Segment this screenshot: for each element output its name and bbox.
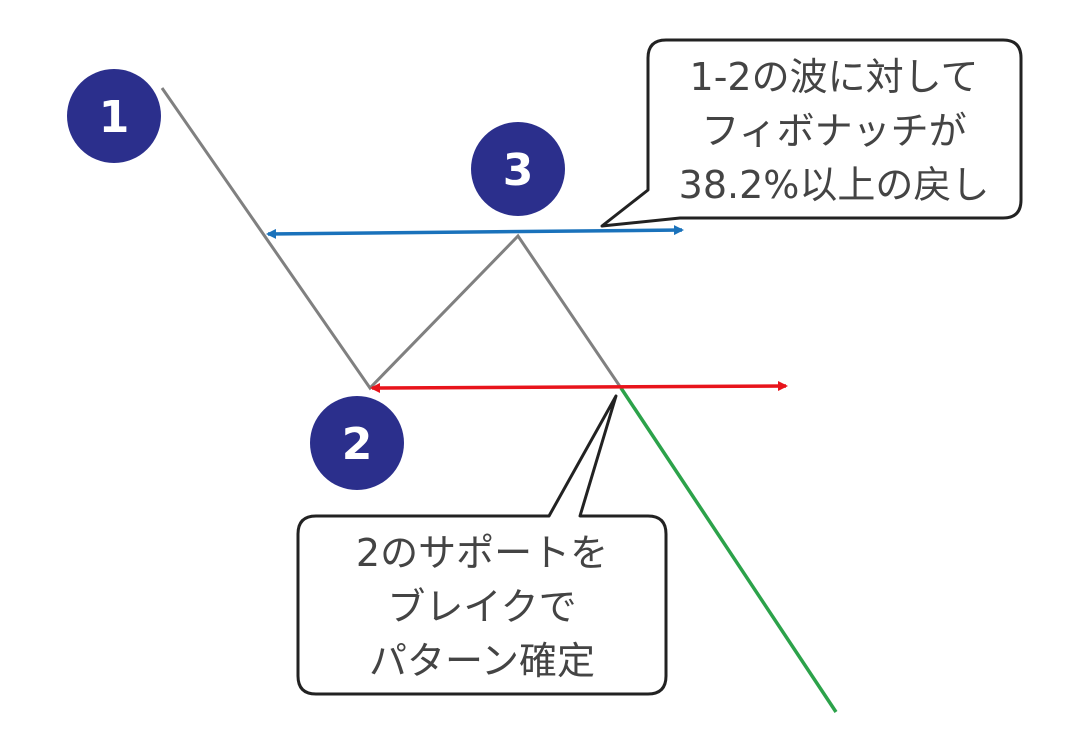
support-break-callout-line-1: 2のサポートを [356,531,608,575]
retracement-level-arrow [266,225,684,239]
support-break-callout: 2のサポートを ブレイクで パターン確定 [296,394,668,696]
fibonacci-callout-line-1: 1-2の波に対して [690,55,979,99]
marker-3: 3 [471,122,565,216]
support-break-callout-line-2: ブレイクで [387,585,576,629]
support-break-callout-bubble [296,394,668,696]
fibonacci-callout-line-3: 38.2%以上の戻し [679,163,990,207]
marker-3-circle [471,122,565,216]
marker-1-label: 1 [99,92,130,143]
marker-2-label: 2 [342,419,373,470]
marker-1: 1 [67,69,161,163]
marker-2-circle [310,396,404,490]
marker-1-circle [67,69,161,163]
marker-2: 2 [310,396,404,490]
support-level-arrow [370,381,788,393]
fibonacci-callout-bubble [600,38,1023,228]
fibonacci-callout-line-2: フィボナッチが [701,109,966,153]
support-break-callout-line-3: パターン確定 [369,639,595,683]
breakout-path [619,387,838,713]
marker-3-label: 3 [503,145,534,196]
price-path [160,87,623,391]
fibonacci-callout: 1-2の波に対して フィボナッチが 38.2%以上の戻し [600,38,1023,228]
